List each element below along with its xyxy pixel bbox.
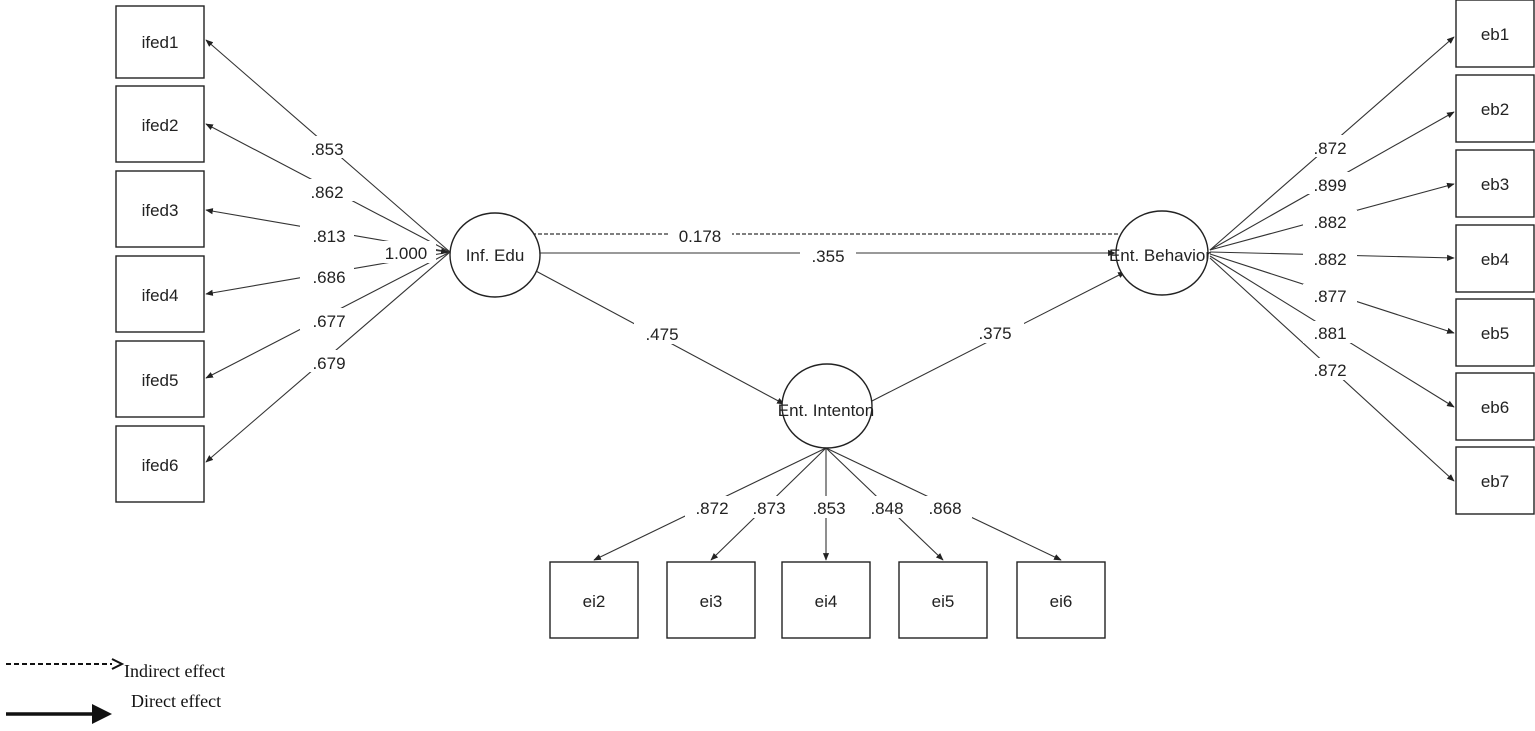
- ifed4-box: [115, 255, 205, 333]
- ifed5-box: [115, 340, 205, 418]
- ifed-indicators: ifed1 ifed2 ifed3 ifed4 ifed5 ifed6: [115, 5, 205, 503]
- ent-intention-label: Ent. Intenton: [778, 401, 874, 420]
- ifed-loading-labels: .853 .862 .813 .686 .677 .679: [300, 136, 354, 373]
- ei4-label: ei4: [815, 592, 838, 611]
- eb1-box: [1455, 0, 1535, 68]
- inf-edu-label: Inf. Edu: [466, 246, 525, 265]
- loading-eb3: .882: [1313, 213, 1346, 232]
- loading-ei3: .873: [752, 499, 785, 518]
- eb3-label: eb3: [1481, 175, 1509, 194]
- ifed5-label: ifed5: [142, 371, 179, 390]
- ifed2-label: ifed2: [142, 116, 179, 135]
- loading-eb5: .877: [1313, 287, 1346, 306]
- loading-ifed5: .677: [312, 312, 345, 331]
- intention-behavior-label: .375: [978, 324, 1011, 343]
- direct-effect-label: .355: [811, 247, 844, 266]
- legend-indirect-arrowhead: [111, 658, 125, 670]
- legend-indirect-label: Indirect effect: [124, 661, 225, 681]
- loading-ifed4: .686: [312, 268, 345, 287]
- eb-indicators: eb1 eb2 eb3 eb4 eb5 eb6 eb7: [1455, 0, 1535, 515]
- eb6-box: [1455, 372, 1535, 441]
- ei6-label: ei6: [1050, 592, 1073, 611]
- ei2-box: [549, 561, 639, 639]
- ei-indicators: ei2 ei3 ei4 ei5 ei6: [549, 561, 1106, 639]
- ifed6-label: ifed6: [142, 456, 179, 475]
- loading-eb1: .872: [1313, 139, 1346, 158]
- eb4-box: [1455, 224, 1535, 293]
- indirect-effect-label: 0.178: [679, 227, 722, 246]
- loading-eb6: .881: [1313, 324, 1346, 343]
- ifed6-box: [115, 425, 205, 503]
- eb2-box: [1455, 74, 1535, 143]
- eb5-box: [1455, 298, 1535, 367]
- latent-variables: [449, 210, 1209, 449]
- eb7-label: eb7: [1481, 472, 1509, 491]
- loading-ifed6: .679: [312, 354, 345, 373]
- eb5-label: eb5: [1481, 324, 1509, 343]
- loading-ifed3: .813: [312, 227, 345, 246]
- loading-ei5: .848: [870, 499, 903, 518]
- ei3-label: ei3: [700, 592, 723, 611]
- eb1-label: eb1: [1481, 25, 1509, 44]
- ei5-label: ei5: [932, 592, 955, 611]
- eb2-label: eb2: [1481, 100, 1509, 119]
- loading-ifed1: .853: [310, 140, 343, 159]
- legend-direct-label: Direct effect: [131, 691, 221, 711]
- ei3-box: [666, 561, 756, 639]
- loading-eb4: .882: [1313, 250, 1346, 269]
- eb-loading-labels: .872 .899 .882 .882 .877 .881 .872: [1303, 135, 1357, 380]
- ifed1-label: ifed1: [142, 33, 179, 52]
- inf-edu-latent: [449, 212, 541, 298]
- ei2-label: ei2: [583, 592, 606, 611]
- ifed3-box: [115, 170, 205, 248]
- ei6-box: [1016, 561, 1106, 639]
- ent-behavior-latent: [1115, 210, 1209, 296]
- ei5-box: [898, 561, 988, 639]
- ifed3-label: ifed3: [142, 201, 179, 220]
- loading-ei4: .853: [812, 499, 845, 518]
- loading-ei6: .868: [928, 499, 961, 518]
- loading-ifed2: .862: [310, 183, 343, 202]
- legend-direct-arrowhead: [92, 704, 112, 724]
- ifed2-box: [115, 85, 205, 163]
- edu-intention-label: .475: [645, 325, 678, 344]
- eb7-box: [1455, 446, 1535, 515]
- eb4-label: eb4: [1481, 250, 1509, 269]
- fixed-loading-label: 1.000: [385, 244, 428, 263]
- loading-ei2: .872: [695, 499, 728, 518]
- ifed4-label: ifed4: [142, 286, 179, 305]
- structural-labels: 1.000 0.178 .355 .475 .375: [376, 225, 1024, 344]
- ifed1-box: [115, 5, 205, 79]
- eb3-box: [1455, 149, 1535, 218]
- legend: Indirect effect Direct effect: [6, 658, 225, 724]
- ent-intention-latent: [781, 363, 873, 449]
- eb6-label: eb6: [1481, 398, 1509, 417]
- ei4-box: [781, 561, 871, 639]
- loading-eb7: .872: [1313, 361, 1346, 380]
- ei-loading-labels: .872 .873 .853 .848 .868: [685, 496, 972, 518]
- ent-behavior-label: Ent. Behavior: [1109, 246, 1211, 265]
- loading-eb2: .899: [1313, 176, 1346, 195]
